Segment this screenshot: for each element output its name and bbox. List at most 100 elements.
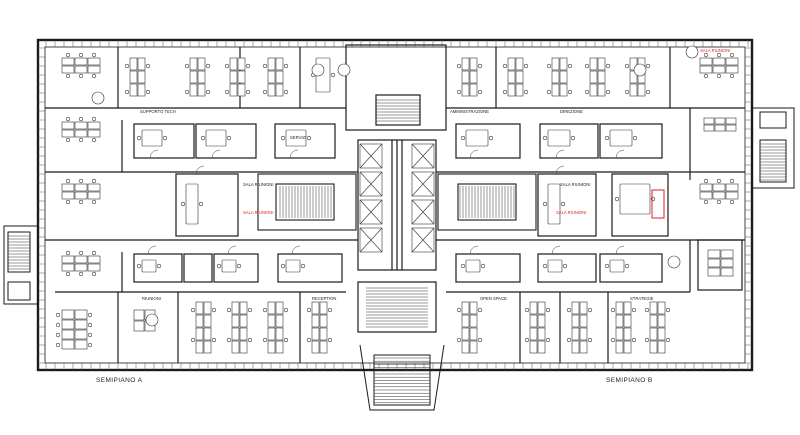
- desk: [74, 57, 88, 66]
- desk: [231, 340, 240, 354]
- chair: [624, 89, 630, 95]
- desk: [237, 70, 246, 84]
- room-label: STRATEGIE: [630, 296, 654, 301]
- desk: [319, 314, 328, 328]
- desk: [74, 65, 88, 74]
- round-table: [145, 313, 159, 327]
- desk: [61, 319, 75, 330]
- chair: [605, 63, 611, 69]
- desk: [267, 314, 276, 328]
- desk: [229, 57, 238, 71]
- door-swing: [195, 165, 205, 175]
- desk: [137, 83, 146, 97]
- desk: [87, 121, 101, 130]
- desk: [571, 340, 580, 354]
- room-labels: SUPPORTO TECH AMMINISTRAZIONE DIREZIONE …: [140, 48, 730, 301]
- chair: [631, 337, 637, 343]
- desk: [275, 314, 284, 328]
- chair: [546, 89, 552, 95]
- door-swing: [555, 149, 565, 159]
- lift-shaft-cross: [411, 199, 435, 225]
- desk: [649, 301, 658, 315]
- chair: [136, 263, 142, 269]
- desk: [74, 191, 88, 200]
- chair: [91, 52, 97, 58]
- desk: [703, 117, 715, 125]
- desk: [699, 65, 713, 74]
- desk: [629, 83, 638, 97]
- door-swing: [291, 245, 301, 255]
- interior-walls: [45, 47, 745, 363]
- chair: [605, 89, 611, 95]
- caption-semipiano-b: SEMIPIANO B: [606, 377, 653, 384]
- chair: [703, 178, 709, 184]
- round-table: [337, 63, 351, 77]
- chair: [65, 199, 71, 205]
- chair: [729, 178, 735, 184]
- chair: [632, 135, 638, 141]
- desk: [311, 314, 320, 328]
- door-swings: [147, 149, 625, 255]
- desk: [657, 340, 666, 354]
- desk: [720, 249, 734, 259]
- chair: [460, 135, 466, 141]
- chair: [560, 201, 566, 207]
- chair: [477, 307, 483, 313]
- desk: [133, 309, 145, 321]
- chair: [488, 135, 494, 141]
- desk: [649, 340, 658, 354]
- desk: [319, 327, 328, 341]
- desk: [74, 309, 88, 320]
- chair: [460, 263, 466, 269]
- chair: [477, 337, 483, 343]
- chair: [456, 337, 462, 343]
- desk: [229, 83, 238, 97]
- chair: [542, 263, 548, 269]
- desk: [469, 327, 478, 341]
- chair: [283, 307, 289, 313]
- desk: [189, 57, 198, 71]
- lift-shafts: [359, 143, 435, 253]
- desk: [469, 83, 478, 97]
- desk: [529, 314, 538, 328]
- door-swing: [469, 245, 479, 255]
- chair: [524, 307, 530, 313]
- desk: [725, 124, 737, 132]
- chair: [55, 322, 61, 328]
- room-label: SUPPORTO TECH: [140, 109, 176, 114]
- desk: [714, 117, 726, 125]
- lift-shaft-cross: [359, 199, 383, 225]
- meeting-table: [609, 129, 633, 147]
- desk: [267, 70, 276, 84]
- chair: [645, 89, 651, 95]
- chair: [716, 178, 722, 184]
- window-mullions: [38, 40, 752, 370]
- desk: [239, 301, 248, 315]
- desk: [720, 258, 734, 268]
- desk: [461, 57, 470, 71]
- chair: [524, 337, 530, 343]
- desk: [231, 314, 240, 328]
- chair: [226, 135, 232, 141]
- chair: [567, 89, 573, 95]
- desk: [74, 329, 88, 340]
- desk: [589, 83, 598, 97]
- desk: [699, 191, 713, 200]
- chair: [91, 116, 97, 122]
- desk: [195, 340, 204, 354]
- chair: [523, 89, 529, 95]
- door-swing: [289, 149, 299, 159]
- desk: [623, 327, 632, 341]
- room-label: RECEPTION: [312, 296, 336, 301]
- chair: [604, 135, 610, 141]
- desk: [637, 83, 646, 97]
- desk: [231, 327, 240, 341]
- desk: [615, 301, 624, 315]
- desk: [237, 83, 246, 97]
- chair: [280, 135, 286, 141]
- chair: [306, 135, 312, 141]
- desk: [551, 57, 560, 71]
- desk: [195, 327, 204, 341]
- chair: [65, 271, 71, 277]
- chair: [224, 89, 230, 95]
